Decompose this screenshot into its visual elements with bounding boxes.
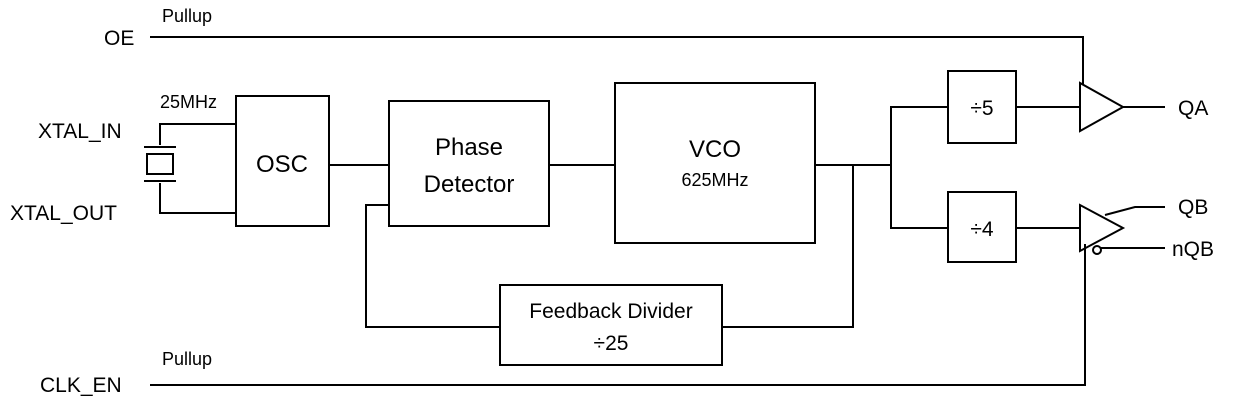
feedback-return-wire xyxy=(365,204,500,328)
phase-detector-label-line1: Phase xyxy=(435,134,503,161)
feedback-tap-wire xyxy=(722,165,854,328)
qb-output-wire xyxy=(1104,206,1165,216)
crystal-body xyxy=(146,153,174,175)
divide-by-5-label: ÷5 xyxy=(970,97,993,120)
qb-output-buffer xyxy=(1079,203,1126,253)
divide-by-4-label: ÷4 xyxy=(970,218,994,241)
nqb-inversion-bubble xyxy=(1092,245,1102,255)
clk-en-label: CLK_EN xyxy=(40,374,122,397)
vco-frequency-label: 625MHz xyxy=(681,170,748,190)
crystal-frequency-label: 25MHz xyxy=(160,92,217,112)
xtal-in-wire xyxy=(159,123,236,145)
xtal-in-label: XTAL_IN xyxy=(38,120,122,143)
oe-wire xyxy=(150,36,1084,93)
feedback-divider-label-line2: ÷25 xyxy=(594,332,629,355)
qa-output-buffer xyxy=(1079,81,1126,133)
osc-label: OSC xyxy=(256,151,308,178)
divider-split-wire xyxy=(890,106,948,229)
clk-en-pullup-label: Pullup xyxy=(162,349,212,369)
divide-by-4-block xyxy=(947,191,1017,263)
phase-detector-label-line2: Detector xyxy=(424,171,515,198)
xtal-out-label: XTAL_OUT xyxy=(10,202,117,225)
oe-pullup-label: Pullup xyxy=(162,6,212,26)
qa-label: QA xyxy=(1178,97,1208,120)
osc-block xyxy=(235,95,330,227)
xtal-out-wire xyxy=(159,183,236,214)
feedback-divider-block xyxy=(499,284,723,366)
qb-label: QB xyxy=(1178,196,1208,219)
feedback-divider-label-line1: Feedback Divider xyxy=(529,300,692,323)
oe-label: OE xyxy=(104,27,134,50)
clk-en-wire xyxy=(150,244,1086,386)
nqb-label: nQB xyxy=(1172,238,1214,261)
vco-label: VCO xyxy=(689,136,741,163)
vco-block xyxy=(614,82,816,244)
phase-detector-block xyxy=(388,100,550,227)
